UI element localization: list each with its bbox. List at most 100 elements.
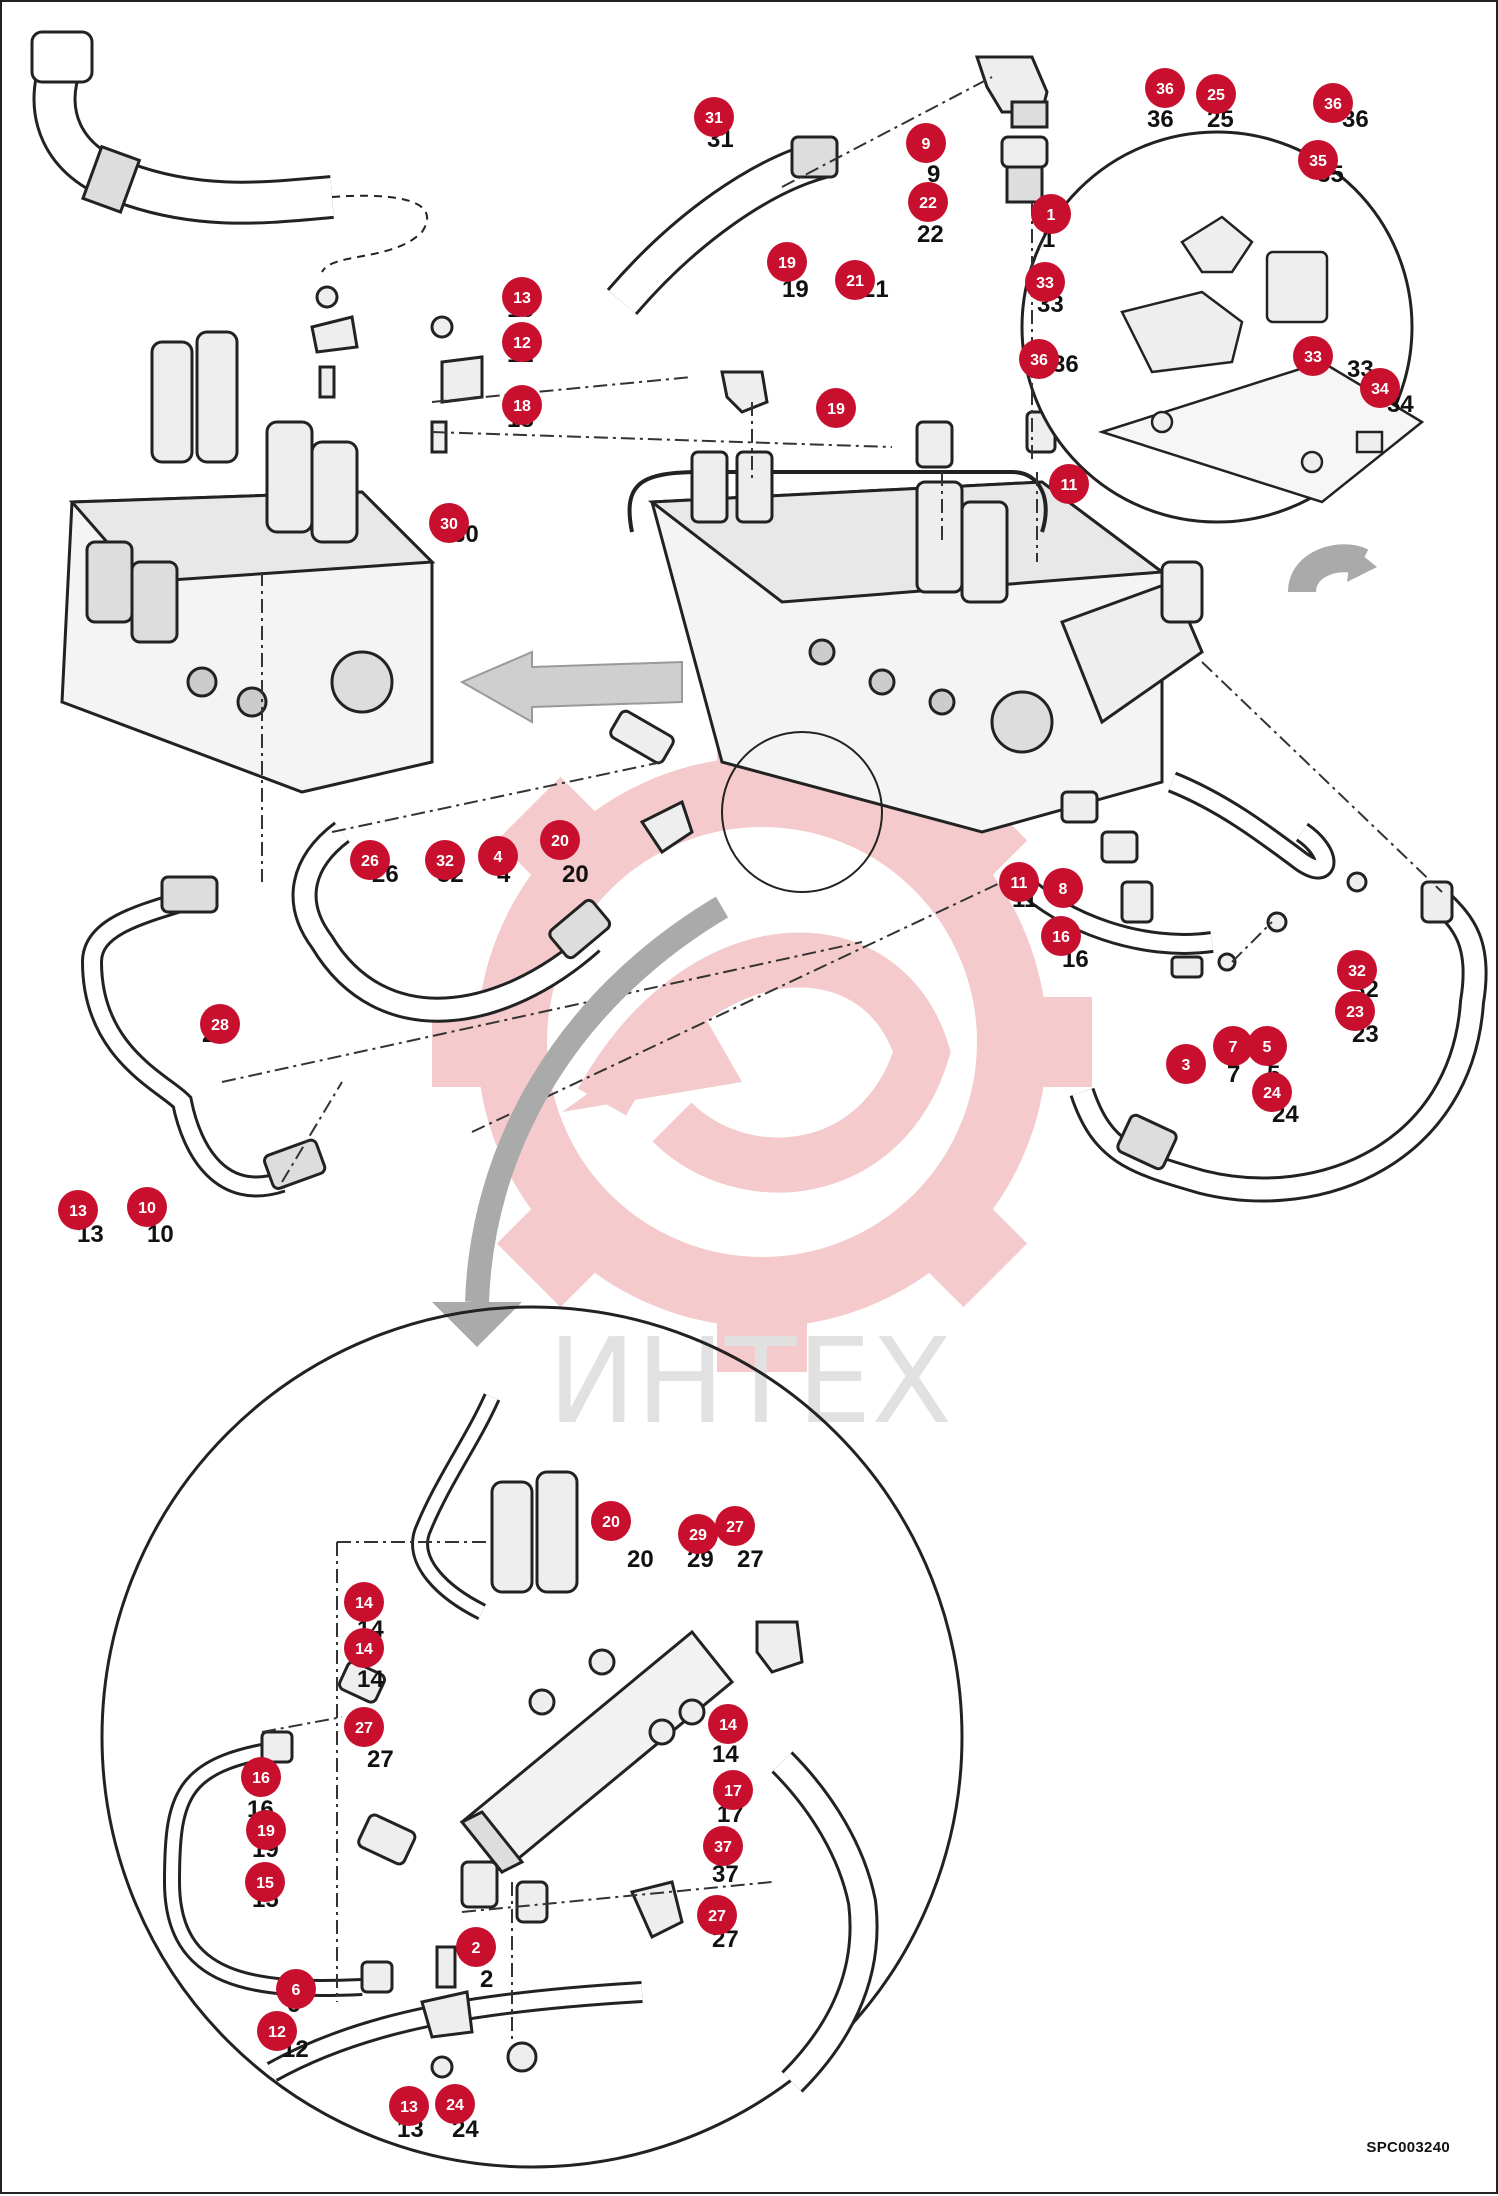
callout-badge-3: 3	[1166, 1044, 1206, 1084]
callout-badge-circle	[200, 1004, 240, 1044]
callout-badge-19: 19	[816, 388, 856, 428]
callout-badge-circle	[591, 1501, 631, 1541]
callout-badge-circle	[906, 123, 946, 163]
callout-badge-label: 8	[1059, 881, 1068, 898]
callout-badge-circle	[435, 2084, 475, 2124]
callout-badge-31: 31	[694, 97, 734, 137]
callout-badge-circle	[58, 1190, 98, 1230]
svg-text:20: 20	[562, 861, 589, 888]
callout-badge-circle	[1335, 991, 1375, 1031]
callout-badge-14: 14	[708, 1704, 748, 1744]
callout-badge-label: 7	[1229, 1039, 1238, 1056]
callout-badge-label: 4	[494, 849, 503, 866]
callout-badge-13: 13	[502, 277, 542, 317]
callout-badge-15: 15	[245, 1862, 285, 1902]
callout-badge-circle	[1213, 1026, 1253, 1066]
callout-badge-label: 27	[726, 1519, 744, 1536]
assembly-leader-lines	[221, 76, 1443, 1183]
callout-badge-27: 27	[344, 1707, 384, 1747]
callout-badge-circle	[715, 1506, 755, 1546]
callout-badge-label: 27	[708, 1908, 726, 1925]
callout-badge-circle	[1360, 368, 1400, 408]
callout-badge-label: 19	[257, 1823, 275, 1840]
callout-badge-20: 20	[540, 820, 580, 860]
callout-badge-label: 14	[355, 1641, 373, 1658]
fittings-group	[639, 370, 1154, 924]
callout-badge-6: 6	[276, 1969, 316, 2009]
callout-badge-circle	[697, 1895, 737, 1935]
callout-badge-circle	[502, 277, 542, 317]
callout-badge-24: 24	[1252, 1072, 1292, 1112]
callout-badge-label: 36	[1030, 352, 1048, 369]
callout-badge-circle	[1166, 1044, 1206, 1084]
callout-badge-label: 20	[551, 833, 569, 850]
callout-badge-28: 28	[200, 1004, 240, 1044]
callout-badge-label: 31	[705, 110, 723, 127]
callout-badge-10: 10	[127, 1187, 167, 1227]
callout-badge-circle	[816, 388, 856, 428]
clamp-group	[310, 285, 484, 454]
valve-block-left	[60, 330, 436, 794]
callout-badge-circle	[344, 1582, 384, 1622]
callout-badge-12: 12	[502, 322, 542, 362]
callout-badge-circle	[425, 840, 465, 880]
callout-badge-37: 37	[703, 1826, 743, 1866]
callout-badge-24: 24	[435, 2084, 475, 2124]
callout-badge-4: 4	[478, 836, 518, 876]
callout-badge-label: 32	[1348, 963, 1366, 980]
callout-badge-circle	[1043, 868, 1083, 908]
callout-badge-30: 30	[429, 503, 469, 543]
callout-badge-label: 23	[1346, 1004, 1364, 1021]
callout-badge-32: 32	[1337, 950, 1377, 990]
detail-circle-top-right	[1020, 130, 1425, 594]
callout-badge-26: 26	[350, 840, 390, 880]
callout-badge-label: 12	[513, 335, 531, 352]
callout-badge-circle	[502, 322, 542, 362]
callout-badge-5: 5	[1247, 1026, 1287, 1066]
callout-badge-13: 13	[389, 2086, 429, 2126]
callout-badge-label: 25	[1207, 87, 1225, 104]
callout-badge-36: 36	[1019, 339, 1059, 379]
callout-badge-circle	[1313, 83, 1353, 123]
callout-badge-label: 24	[1263, 1085, 1281, 1102]
callout-badge-circle	[1252, 1072, 1292, 1112]
svg-text:22: 22	[917, 221, 944, 248]
callout-badge-circle	[1049, 464, 1089, 504]
callout-badge-23: 23	[1335, 991, 1375, 1031]
callout-badge-circle	[1025, 262, 1065, 302]
callout-badge-circle	[1041, 916, 1081, 956]
callout-badge-circle	[708, 1704, 748, 1744]
callout-badge-circle	[1293, 336, 1333, 376]
callout-badge-label: 11	[1011, 875, 1028, 892]
callout-badge-label: 14	[719, 1717, 737, 1734]
callout-badge-label: 28	[211, 1017, 229, 1034]
callout-badge-20: 20	[591, 1501, 631, 1541]
fitting-9-elbow	[974, 55, 1049, 129]
callout-badge-circle	[713, 1770, 753, 1810]
callout-badge-label: 14	[355, 1595, 373, 1612]
callout-badge-11: 11	[1049, 464, 1089, 504]
callout-badge-circle	[694, 97, 734, 137]
callout-badge-label: 21	[846, 273, 864, 290]
callout-badge-label: 33	[1036, 275, 1054, 292]
hose-lines	[80, 771, 1488, 1203]
callout-badge-circle	[1247, 1026, 1287, 1066]
callout-badge-label: 5	[1263, 1039, 1272, 1056]
callout-badge-33: 33	[1293, 336, 1333, 376]
callout-badge-label: 15	[256, 1875, 274, 1892]
callout-badge-label: 6	[292, 1982, 301, 1999]
callout-badge-circle	[1196, 74, 1236, 114]
callout-badge-label: 10	[138, 1200, 156, 1217]
callout-badge-18: 18	[502, 385, 542, 425]
callout-badge-label: 26	[361, 853, 379, 870]
callout-badge-label: 29	[689, 1527, 707, 1544]
callout-badge-circle	[257, 2011, 297, 2051]
callout-badge-label: 11	[1061, 477, 1078, 494]
callout-badge-label: 37	[714, 1839, 732, 1856]
small-parts-right	[1170, 871, 1454, 979]
callout-badge-circle	[703, 1826, 743, 1866]
callout-badge-11: 11	[999, 862, 1039, 902]
fitting-22	[1000, 135, 1049, 204]
callout-badge-16: 16	[241, 1757, 281, 1797]
